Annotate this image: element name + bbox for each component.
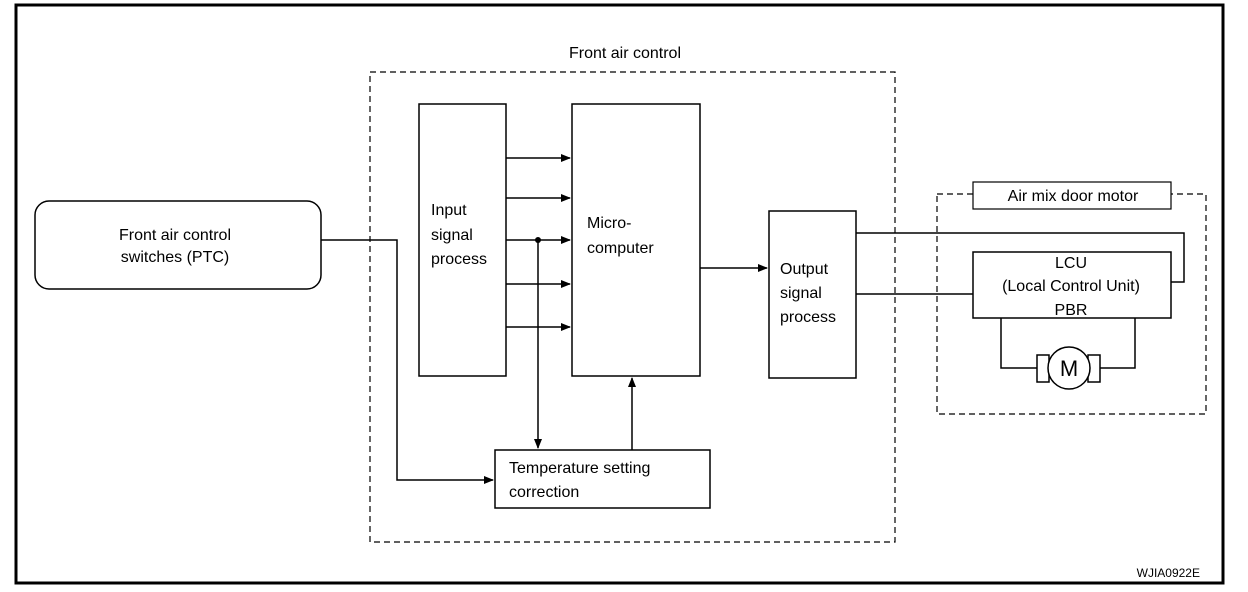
air-mix-label-box (972, 181, 1172, 210)
temperature-correction-block (494, 449, 711, 509)
micro-label-line2: computer (587, 240, 654, 257)
lcu-label-line2: (Local Control Unit) (1002, 278, 1140, 295)
outer-frame (14, 3, 1225, 585)
input-label-line2: signal (431, 227, 473, 244)
input-label-line3: process (431, 251, 487, 268)
lcu-label-line1: LCU (1055, 255, 1087, 272)
front-air-control-title: Front air control (569, 45, 681, 62)
motor-left-terminal (1036, 354, 1050, 383)
output-label-line1: Output (780, 261, 829, 278)
figure-code: WJIA0922E (1137, 566, 1200, 580)
output-label-line2: signal (780, 285, 822, 302)
output-to-lcu-wire-top (856, 232, 1185, 283)
motor-wire-left (1000, 318, 1037, 369)
lcu-block (972, 251, 1172, 319)
output-label-line3: process (780, 309, 836, 326)
temp-label-line2: correction (509, 484, 579, 501)
motor-wire-right (1100, 318, 1136, 369)
switches-label-line1: Front air control (119, 227, 231, 244)
microcomputer-block (571, 103, 701, 377)
micro-label-line1: Micro- (587, 215, 631, 232)
switches-label-line2: switches (PTC) (121, 249, 229, 266)
air-mix-label: Air mix door motor (1008, 188, 1139, 205)
temp-label-line1: Temperature setting (509, 460, 650, 477)
motor-icon (1047, 346, 1091, 390)
input-label-line1: Input (431, 202, 467, 219)
motor-symbol: M (1060, 356, 1078, 381)
front-air-control-group (369, 71, 896, 543)
switch-output-line (321, 239, 494, 484)
switches-block (34, 200, 322, 290)
lcu-label-line3: PBR (1055, 302, 1088, 319)
